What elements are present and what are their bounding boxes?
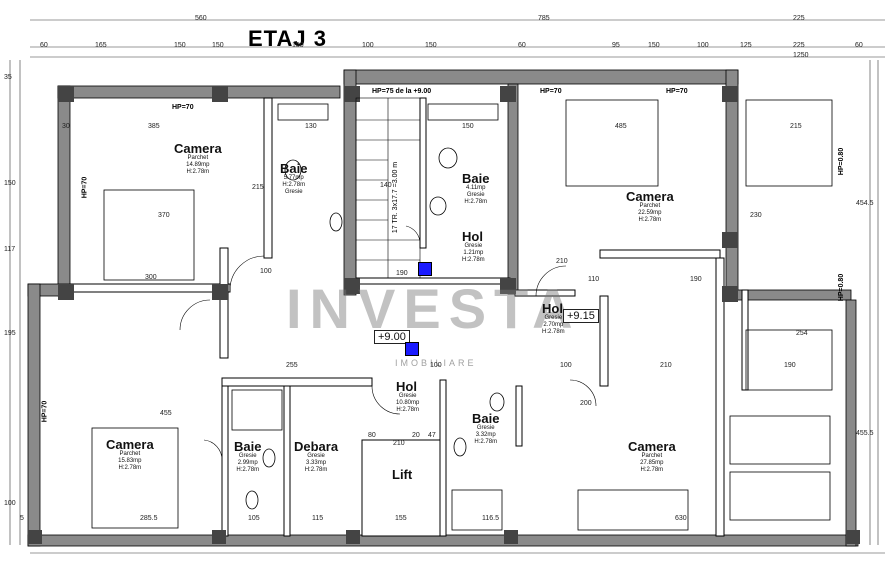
- dimension: 1250: [793, 52, 809, 59]
- dimension: 455.5: [856, 430, 874, 437]
- dimension: 35: [4, 74, 12, 81]
- wall-note: HP=70: [540, 88, 562, 95]
- dimension: 254: [796, 330, 808, 337]
- dimension-lines: [9, 19, 885, 554]
- dimension: 195: [4, 330, 16, 337]
- dimension: 225: [793, 42, 805, 49]
- interior-walls: [69, 97, 749, 537]
- dimension: 60: [518, 42, 526, 49]
- door-swings: [179, 225, 597, 461]
- dimension: 785: [538, 15, 550, 22]
- dimension: 300: [145, 274, 157, 281]
- room-label: Hol Gresie 2.70mp H:2.78m: [542, 301, 565, 335]
- dimension: 210: [556, 258, 568, 265]
- room-label: Lift: [392, 467, 413, 482]
- dimension: 150: [212, 42, 224, 49]
- stair-note: 17 TR. 3x17.7 =3.00 m: [392, 161, 400, 234]
- dimension: 100: [697, 42, 709, 49]
- dimension: 190: [690, 276, 702, 283]
- wall-note: HP=70: [81, 176, 89, 199]
- dimension: 150: [425, 42, 437, 49]
- dimension: 230: [750, 212, 762, 219]
- dimension: 485: [615, 123, 627, 130]
- room-label: Camera Parchet 14.89mp H:2.78m: [174, 141, 222, 175]
- wall-note: HP=70: [172, 104, 194, 111]
- dimension: 210: [393, 440, 405, 447]
- dimension: 200: [580, 400, 592, 407]
- room-label: Hol Gresie 1.21mp H:2.78m: [462, 229, 485, 263]
- dimension: 110: [588, 276, 600, 283]
- room-label: Camera Parchet 22.59mp H:2.78m: [626, 189, 674, 223]
- dimension: 100: [260, 268, 272, 275]
- staircase: [355, 97, 421, 279]
- dimension: 215: [252, 184, 264, 191]
- shaft-marker: [418, 262, 432, 276]
- watermark-tagline: IMOBILIARE: [395, 358, 477, 368]
- watermark-brand: INVESTA: [286, 277, 581, 340]
- dimension: 150: [4, 180, 16, 187]
- room-label: Hol Gresie 10.80mp H:2.78m: [396, 379, 420, 413]
- room-label: Baie Gresie 3.32mp H:2.78m: [472, 411, 500, 445]
- dimension: 560: [195, 15, 207, 22]
- dimension: 215: [790, 123, 802, 130]
- dimension: 100: [560, 362, 572, 369]
- elevation-marker: +9.00: [374, 330, 410, 344]
- dimension: 60: [855, 42, 863, 49]
- wall-note: HP=0.80: [838, 147, 846, 176]
- dimension: 190: [784, 362, 796, 369]
- dimension: 370: [158, 212, 170, 219]
- dimension: 150: [174, 42, 186, 49]
- dimension: 454.5: [856, 200, 874, 207]
- dimension: 385: [148, 123, 160, 130]
- dimension: 125: [740, 42, 752, 49]
- dimension: 225: [793, 15, 805, 22]
- dimension: 155: [395, 515, 407, 522]
- dimension: 20: [412, 432, 420, 439]
- wall-note: HP=70: [666, 88, 688, 95]
- dimension: 95: [612, 42, 620, 49]
- dimension: 116.5: [482, 515, 499, 522]
- elevation-marker: +9.15: [563, 309, 599, 323]
- dimension: 150: [462, 123, 474, 130]
- dimension: 30: [62, 123, 70, 130]
- dimension: 210: [660, 362, 672, 369]
- dimension: 150: [648, 42, 660, 49]
- dimension: 100: [362, 42, 374, 49]
- dimension: 5: [20, 515, 24, 522]
- dimension: 130: [305, 123, 317, 130]
- wall-note: HP=0.80: [838, 273, 846, 302]
- dimension: 60: [40, 42, 48, 49]
- wall-note: HP=70: [41, 400, 49, 423]
- toilets: [245, 147, 505, 510]
- dimension: 80: [368, 432, 376, 439]
- dimension: 165: [95, 42, 107, 49]
- room-label: Camera Parchet 27.85mp H:2.78m: [628, 439, 676, 473]
- wall-note: HP=75 de la +9.00: [372, 88, 432, 95]
- room-label: Baie Gresie 2.99mp H:2.78m: [234, 439, 262, 473]
- dimension: 190: [396, 270, 408, 277]
- room-label: Debara Gresie 3.33mp H:2.78m: [294, 439, 339, 473]
- room-label: Baie 5.77mp H:2.78m Gresie: [280, 161, 308, 195]
- shaft-marker: [405, 342, 419, 356]
- dimension: 117: [4, 246, 16, 253]
- dimension: 150: [292, 42, 304, 49]
- dimension: 140: [380, 182, 392, 189]
- furniture: [91, 99, 833, 531]
- exterior-walls: [27, 69, 859, 547]
- dimension: 100: [4, 500, 16, 507]
- dimension: 100: [430, 362, 442, 369]
- dimension: 285.5: [140, 515, 158, 522]
- dimension: 630: [675, 515, 687, 522]
- dimension: 455: [160, 410, 172, 417]
- dimension: 105: [248, 515, 260, 522]
- columns: [28, 86, 860, 544]
- room-label: Baie 4.11mp Gresie H:2.78m: [462, 171, 490, 205]
- dimension: 115: [312, 515, 324, 522]
- room-label: Camera Parchet 15.83mp H:2.78m: [106, 437, 154, 471]
- dimension: 47: [428, 432, 436, 439]
- dimension: 255: [286, 362, 298, 369]
